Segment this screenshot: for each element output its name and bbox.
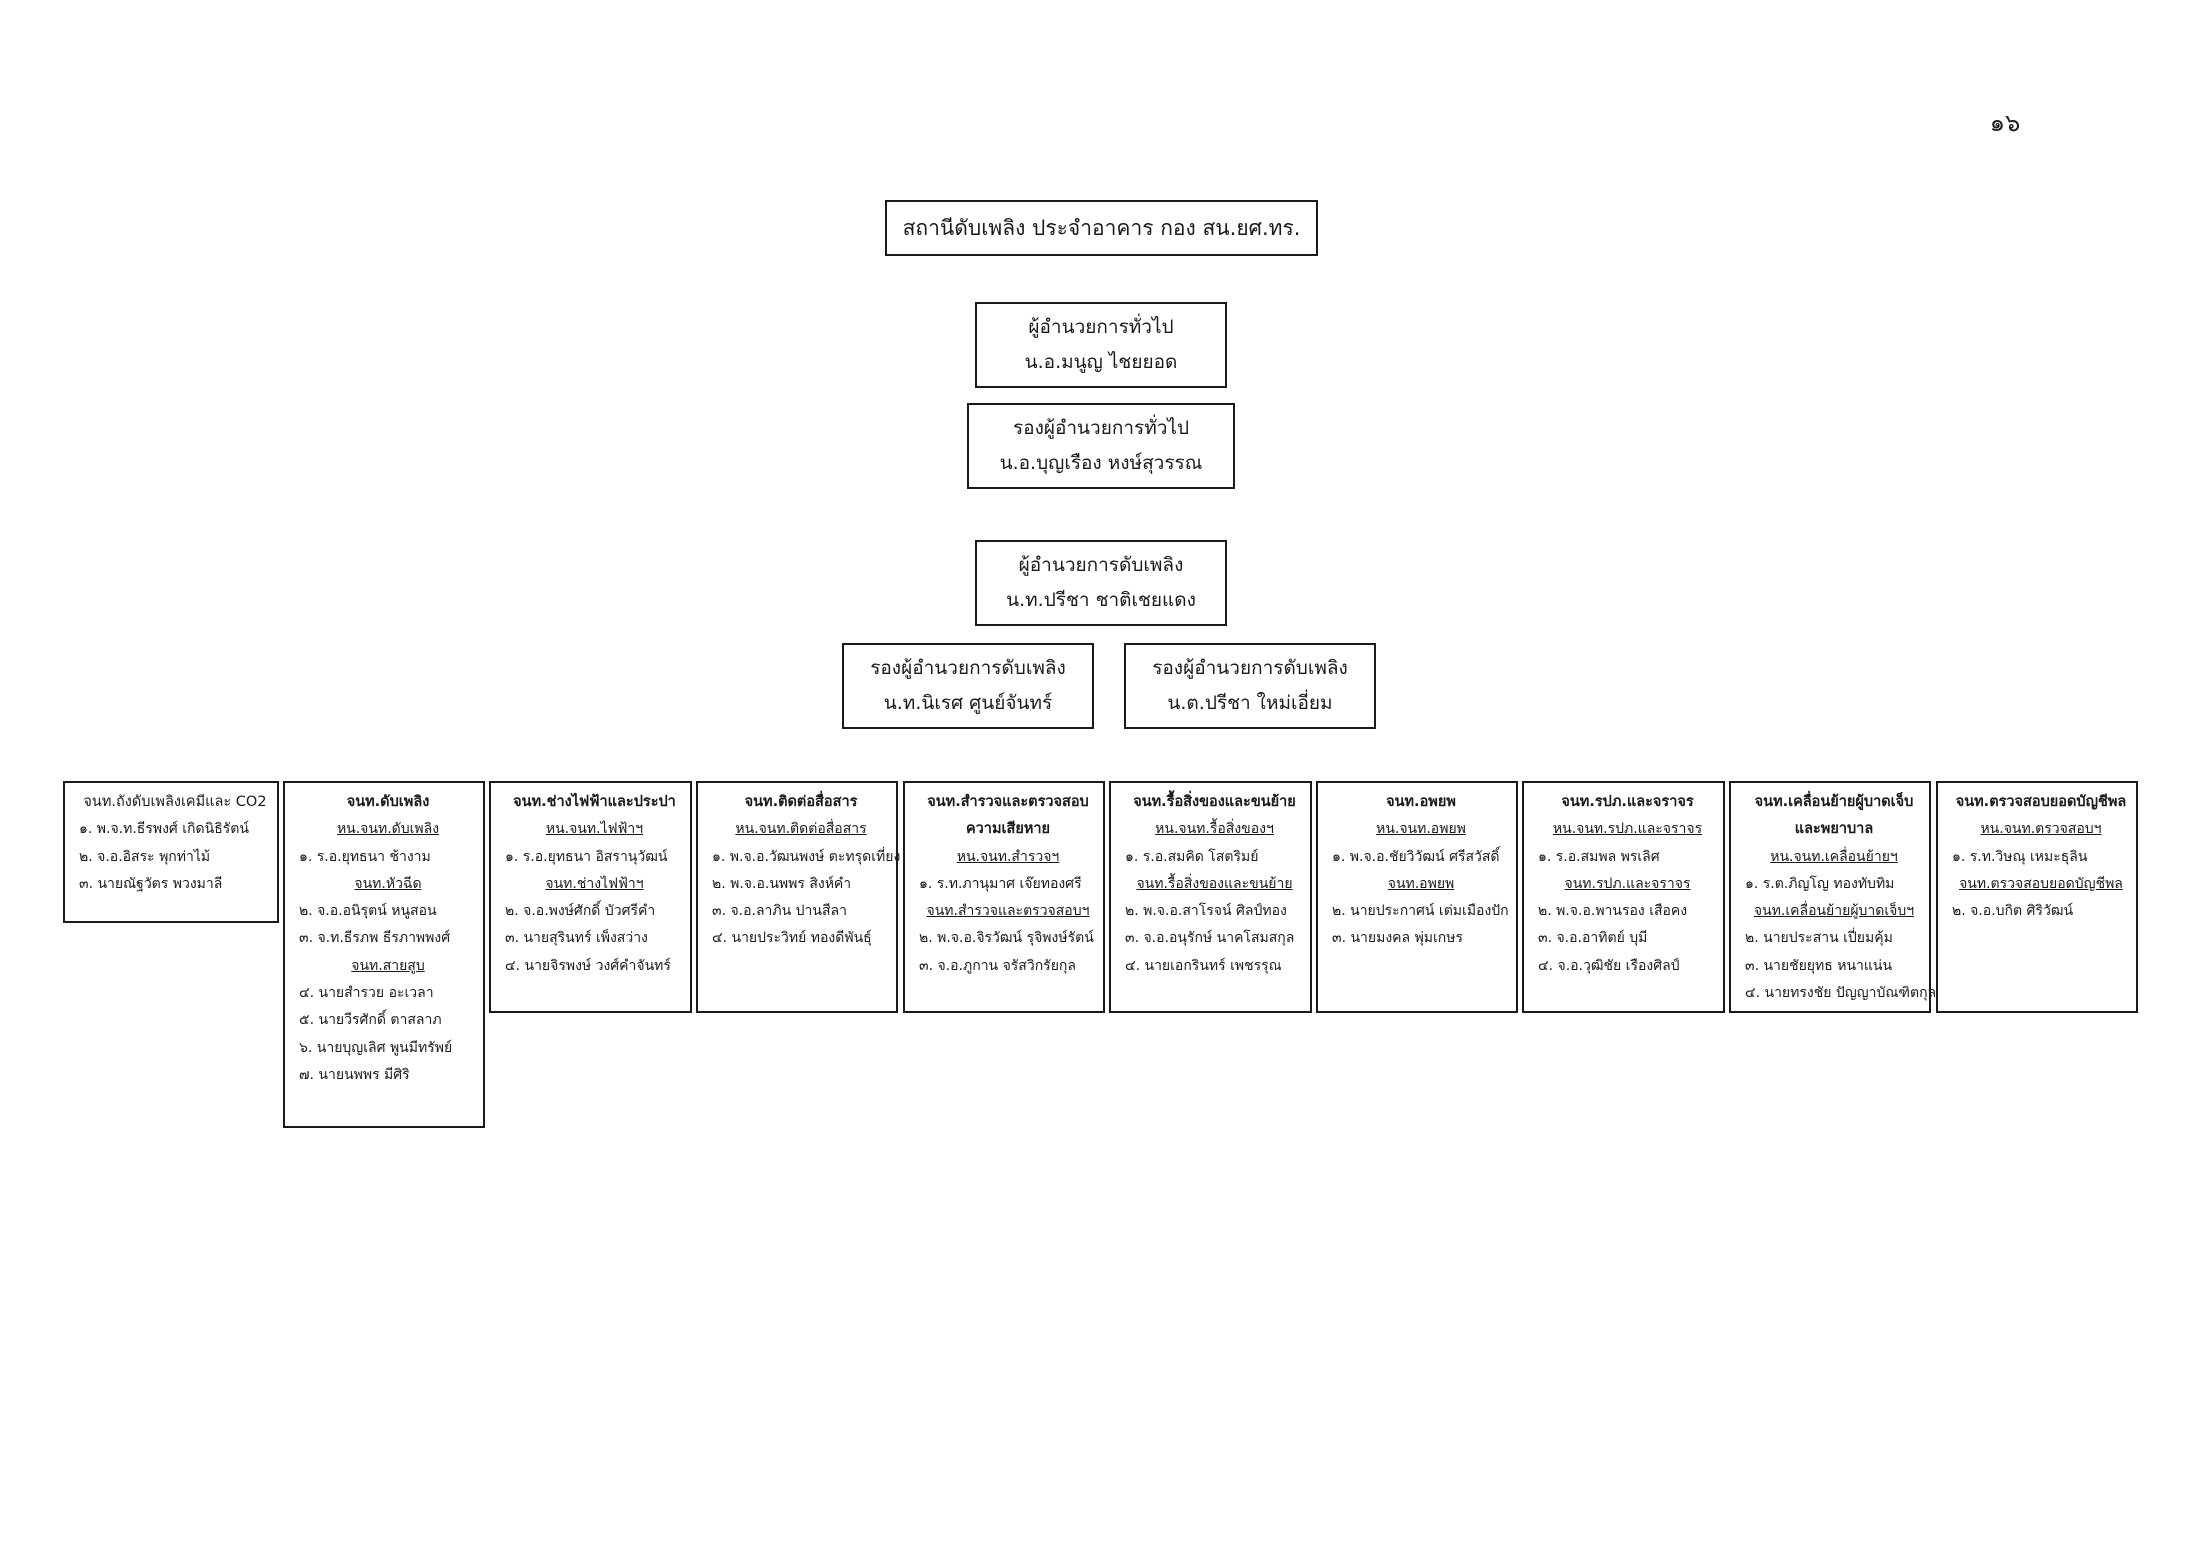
team-member: ๓. จ.อ.ลาภิน ปานสีลา (712, 903, 847, 920)
team-9: จนท.ตรวจสอบยอดบัญชีพลหน.จนท.ตรวจสอบฯ๑. ร… (1936, 781, 2138, 1013)
team-sub-heading: หน.จนท.ไฟฟ้าฯ (545, 821, 644, 838)
page-number: ๑๖ (1989, 109, 2021, 137)
fire-director-role: ผู้อำนวยการดับเพลิง (1018, 554, 1184, 576)
team-sub-heading: จนท.หัวฉีด (354, 875, 422, 892)
team-member: ๒. พ.จ.อ.จิรวัฒน์ รุจิพงษ์รัตน์ (919, 930, 1094, 947)
team-member: ๓. จ.อ.อนุรักษ์ นาคโสมสกุล (1125, 930, 1295, 947)
team-member: ๑. ร.ท.ภานุมาศ เจ๊ยทองศรี (919, 875, 1082, 892)
team-member: ๑. ร.อ.ยุทธนา ช้างาม (299, 848, 431, 865)
team-sub-heading: จนท.สำรวจและตรวจสอบฯ (926, 903, 1090, 920)
team-title: จนท.อพยพ (1386, 794, 1456, 810)
fire-director-name: น.ท.ปรีชา ชาติเชยแดง (1006, 589, 1196, 611)
team-title: จนท.ช่างไฟฟ้าและประปา (513, 794, 676, 810)
team-sub-heading: หน.จนท.ตรวจสอบฯ (1980, 821, 2102, 838)
vice-director-box: รองผู้อำนวยการทั่วไป น.อ.บุญเรือง หงษ์สุ… (967, 403, 1235, 489)
team-sub-heading: หน.จนท.ดับเพลิง (336, 821, 440, 838)
fire-deputy-box-2: รองผู้อำนวยการดับเพลิง น.ต.ปรีชา ใหม่เอี… (1124, 643, 1376, 729)
team-member: ๓. จ.อ.อาทิตย์ บุมี (1538, 930, 1648, 947)
team-sub-heading: หน.จนท.รปภ.และจราจร (1552, 821, 1703, 838)
team-title: จนท.ดับเพลิง (346, 794, 430, 810)
team-member: ๕. นายวีรศักดิ์ ตาสลาภ (299, 1012, 442, 1029)
team-6: จนท.อพยพหน.จนท.อพยพ๑. พ.จ.อ.ชัยวิวัฒน์ ศ… (1316, 781, 1518, 1013)
team-member: ๓. นายมงคล พุ่มเกษร (1332, 930, 1464, 947)
team-member: ๗. นายนพพร มีศิริ (299, 1066, 410, 1083)
team-4: จนท.สำรวจและตรวจสอบความเสียหายหน.จนท.สำร… (903, 781, 1105, 1013)
team-member: ๖. นายบุญเลิศ พูนมีทรัพย์ (299, 1039, 453, 1056)
fire-director-box: ผู้อำนวยการดับเพลิง น.ท.ปรีชา ชาติเชยแดง (975, 540, 1227, 626)
fire-deputy-name: น.ท.นิเรศ ศูนย์จันทร์ (883, 692, 1053, 714)
team-3: จนท.ติดต่อสื่อสารหน.จนท.ติดต่อสื่อสาร๑. … (696, 781, 901, 1013)
team-member: ๑. ร.อ.ยุทธนา อิสรานุวัฒน์ (505, 848, 668, 865)
team-member: ๔. นายสำรวย อะเวลา (299, 985, 434, 1002)
team-title: จนท.เคลื่อนย้ายผู้บาดเจ็บ (1754, 794, 1914, 810)
team-1: จนท.ดับเพลิงหน.จนท.ดับเพลิง๑. ร.อ.ยุทธนา… (283, 781, 485, 1128)
team-sub-heading: หน.จนท.เคลื่อนย้ายฯ (1770, 848, 1898, 865)
team-sub-heading: จนท.รื้อสิ่งของและขนย้าย (1136, 875, 1293, 892)
team-member: ๑. พ.จ.อ.ชัยวิวัฒน์ ศรีสวัสดิ์ (1332, 848, 1500, 865)
team-member: ๓. จ.ท.ธีรภพ ธีรภาพพงศ์ (299, 930, 451, 947)
team-member: ๔. จ.อ.วุฒิชัย เรืองศิลป์ (1538, 957, 1680, 974)
team-sub-heading: จนท.เคลื่อนย้ายผู้บาดเจ็บฯ (1753, 903, 1915, 920)
team-title: จนท.ติดต่อสื่อสาร (744, 794, 858, 810)
director-name: น.อ.มนูญ ไชยยอด (1024, 351, 1178, 373)
team-sub-heading: หน.จนท.สำรวจฯ (956, 848, 1060, 865)
team-sub-heading: จนท.สายสูบ (351, 957, 425, 974)
team-member: ๒. นายประกาศน์ เต่มเมืองปัก (1332, 903, 1509, 920)
team-title: ความเสียหาย (965, 821, 1051, 838)
fire-deputy-name: น.ต.ปรีชา ใหม่เอี่ยม (1167, 692, 1333, 714)
team-member: ๓. นายณัฐวัตร พวงมาลี (79, 875, 223, 892)
fire-deputy-role: รองผู้อำนวยการดับเพลิง (870, 657, 1066, 679)
team-7: จนท.รปภ.และจราจรหน.จนท.รปภ.และจราจร๑. ร.… (1522, 781, 1725, 1013)
vice-director-role: รองผู้อำนวยการทั่วไป (1012, 417, 1190, 439)
org-title-text: สถานีดับเพลิง ประจำอาคาร กอง สน.ยศ.ทร. (902, 215, 1301, 240)
team-member: ๒. พ.จ.อ.สาโรจน์ ศิลป์ทอง (1125, 903, 1287, 920)
team-2: จนท.ช่างไฟฟ้าและประปาหน.จนท.ไฟฟ้าฯ๑. ร.อ… (489, 781, 692, 1013)
team-title: จนท.ตรวจสอบยอดบัญชีพล (1955, 794, 2127, 810)
team-member: ๑. ร.ท.วิษณุ เหมะธุลิน (1952, 848, 2088, 865)
team-member: ๒. จ.อ.อนิรุตน์ หนูสอน (299, 903, 437, 920)
team-sub-heading: จนท.ตรวจสอบยอดบัญชีพล (1959, 875, 2123, 892)
team-member: ๓. จ.อ.ภูกาน จรัสวิกรัยกุล (919, 957, 1076, 974)
team-member: ๑. พ.จ.ท.ธีรพงศ์ เกิดนิธิรัตน์ (79, 821, 249, 838)
team-title: จนท.รปภ.และจราจร (1561, 794, 1694, 810)
team-member: ๑. ร.อ.สมพล พรเลิศ (1538, 848, 1660, 865)
team-member: ๓. นายสุรินทร์ เพ็งสว่าง (505, 930, 648, 947)
team-member: ๑. ร.อ.สมคิด โสตริมย์ (1125, 848, 1259, 865)
team-title: จนท.ถังดับเพลิงเคมีและ CO2 (83, 794, 267, 810)
team-member: ๒. พ.จ.อ.นพพร สิงห์คำ (712, 875, 852, 892)
team-title: จนท.รื้อสิ่งของและขนย้าย (1133, 794, 1296, 810)
team-title: และพยาบาล (1794, 821, 1874, 838)
fire-deputy-role: รองผู้อำนวยการดับเพลิง (1152, 657, 1348, 679)
team-member: ๔. นายทรงชัย ปัญญาบัณฑิตกุล (1745, 985, 1937, 1002)
org-title: สถานีดับเพลิง ประจำอาคาร กอง สน.ยศ.ทร. (885, 200, 1318, 256)
team-member: ๒. จ.อ.อิสระ พุกท่าไม้ (79, 848, 211, 865)
team-sub-heading: หน.จนท.รื้อสิ่งของฯ (1155, 821, 1274, 838)
fire-deputy-box-1: รองผู้อำนวยการดับเพลิง น.ท.นิเรศ ศูนย์จั… (842, 643, 1094, 729)
vice-director-name: น.อ.บุญเรือง หงษ์สุวรรณ (999, 452, 1203, 474)
team-member: ๒. พ.จ.อ.พานรอง เสือคง (1538, 903, 1688, 920)
team-sub-heading: จนท.อพยพ (1387, 875, 1455, 892)
team-sub-heading: หน.จนท.ติดต่อสื่อสาร (735, 821, 867, 838)
team-sub-heading: จนท.ช่างไฟฟ้าฯ (545, 875, 644, 892)
team-8: จนท.เคลื่อนย้ายผู้บาดเจ็บและพยาบาลหน.จนท… (1729, 781, 1937, 1013)
team-member: ๒. จ.อ.บกิต ศิริวัฒน์ (1952, 903, 2074, 920)
team-member: ๑. พ.จ.อ.วัฒนพงษ์ ตะทรุดเที่ยง (712, 848, 901, 865)
team-member: ๓. นายชัยยุทธ หนาแน่น (1745, 957, 1893, 974)
team-member: ๔. นายเอกรินทร์ เพชรรุณ (1125, 957, 1282, 974)
team-member: ๒. นายประสาน เปี่ยมคุ้ม (1745, 930, 1893, 947)
team-member: ๒. จ.อ.พงษ์ศักดิ์ บัวศรีคำ (505, 903, 656, 920)
team-sub-heading: จนท.รปภ.และจราจร (1564, 875, 1691, 892)
director-box: ผู้อำนวยการทั่วไป น.อ.มนูญ ไชยยอด (975, 302, 1227, 388)
team-5: จนท.รื้อสิ่งของและขนย้ายหน.จนท.รื้อสิ่งข… (1109, 781, 1312, 1013)
team-sub-heading: หน.จนท.อพยพ (1376, 821, 1466, 838)
team-member: ๑. ร.ต.ภิญโญ ทองทับทิม (1745, 875, 1895, 892)
team-title: จนท.สำรวจและตรวจสอบ (927, 794, 1089, 810)
team-member: ๔. นายประวิทย์ ทองดีพันธุ์ (712, 930, 872, 947)
director-role: ผู้อำนวยการทั่วไป (1028, 316, 1174, 338)
team-member: ๔. นายจิรพงษ์ วงศ์คำจันทร์ (505, 957, 671, 974)
team-0: จนท.ถังดับเพลิงเคมีและ CO2 ๑. พ.จ.ท.ธีรพง… (63, 781, 279, 923)
